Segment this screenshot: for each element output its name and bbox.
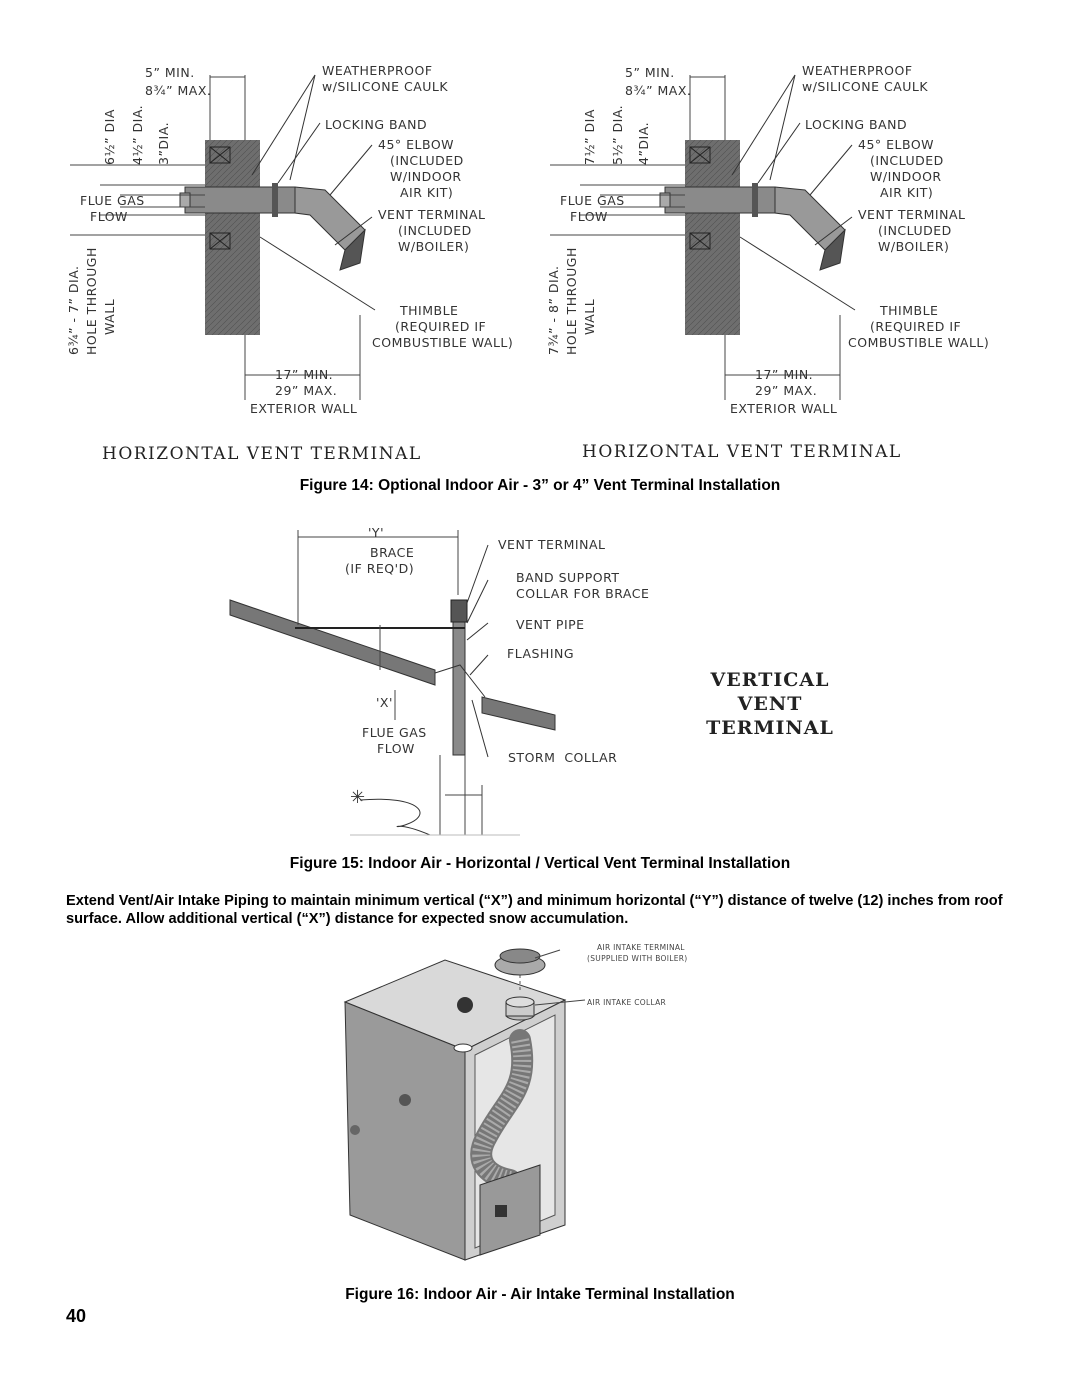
flow-label: FLOW xyxy=(377,741,415,756)
locking-band-label: LOCKING BAND xyxy=(805,117,908,132)
hole-through-label: HOLE THROUGH xyxy=(564,247,579,355)
silicone-label: w/SILICONE CAULK xyxy=(322,79,449,94)
included-label-2: (INCLUDED xyxy=(398,223,472,238)
airkit-label: AIR KIT) xyxy=(400,185,454,200)
dia1-label: 6½” DIA xyxy=(102,109,117,165)
weatherproof-label: WEATHERPROOF xyxy=(802,63,913,78)
page-number: 40 xyxy=(66,1306,87,1326)
if-req-label: (IF REQ'D) xyxy=(345,561,415,576)
included-label-1: (INCLUDED xyxy=(390,153,464,168)
hole-label: 6¾” - 7” DIA. xyxy=(66,265,81,355)
supplied-with-boiler-label: (SUPPLIED WITH BOILER) xyxy=(587,954,688,963)
combustible-label: COMBUSTIBLE WALL) xyxy=(848,335,990,350)
dia2-label: 4½” DIA. xyxy=(130,104,145,165)
vent-terminal-label: VENT TERMINAL xyxy=(378,207,486,222)
title-line-3: TERMINAL xyxy=(706,717,834,739)
required-label: (REQUIRED IF xyxy=(870,319,962,334)
dia3-label: 4”DIA. xyxy=(636,121,651,165)
locking-band-label: LOCKING BAND xyxy=(325,117,428,132)
vertical-vent-drawing xyxy=(229,530,556,836)
dia3-label: 3”DIA. xyxy=(156,121,171,165)
collar-brace-label: COLLAR FOR BRACE xyxy=(516,586,650,601)
min-bottom-label: 17” MIN. xyxy=(755,367,814,382)
flashing-label: FLASHING xyxy=(507,646,575,661)
included-label-1: (INCLUDED xyxy=(870,153,944,168)
exterior-wall-label: EXTERIOR WALL xyxy=(730,401,838,416)
band-support-label: BAND SUPPORT xyxy=(516,570,620,585)
figure-15-caption: Figure 15: Indoor Air - Horizontal / Ver… xyxy=(289,855,791,872)
air-intake-collar-label: AIR INTAKE COLLAR xyxy=(587,998,667,1007)
min-top-label: 5” MIN. xyxy=(145,65,195,80)
elbow-label: 45° ELBOW xyxy=(378,137,455,152)
flue-gas-label: FLUE GAS xyxy=(362,725,427,740)
wboiler-label: W/BOILER) xyxy=(878,239,950,254)
air-intake-terminal-label: AIR INTAKE TERMINAL xyxy=(597,943,685,952)
combustible-label: COMBUSTIBLE WALL) xyxy=(372,335,514,350)
min-bottom-label: 17” MIN. xyxy=(275,367,334,382)
asterisk-icon: ✳ xyxy=(350,787,366,808)
figure-14-right-diagram: 5” MIN. 8¾” MAX. WEATHERPROOF w/SILICONE… xyxy=(540,55,1000,425)
figure-14-left-title: HORIZONTAL VENT TERMINAL xyxy=(102,444,422,464)
vertical-vent-terminal-title: VERTICAL VENT TERMINAL xyxy=(700,668,840,740)
exterior-wall-label: EXTERIOR WALL xyxy=(250,401,358,416)
x-label: 'X' xyxy=(376,695,393,710)
wall-label: WALL xyxy=(102,298,117,335)
instruction-paragraph: Extend Vent/Air Intake Piping to maintai… xyxy=(66,893,1003,927)
silicone-label: w/SILICONE CAULK xyxy=(802,79,929,94)
flow-label: FLOW xyxy=(570,209,608,224)
indoor-label: W/INDOOR xyxy=(870,169,942,184)
figure-15-diagram: 'Y' BRACE (IF REQ'D) VENT TERMINAL BAND … xyxy=(220,525,860,850)
indoor-label: W/INDOOR xyxy=(390,169,462,184)
figure-16-diagram: AIR INTAKE TERMINAL (SUPPLIED WITH BOILE… xyxy=(335,940,735,1280)
flow-label: FLOW xyxy=(90,209,128,224)
brace-label: BRACE xyxy=(370,545,415,560)
figure-16-caption: Figure 16: Indoor Air - Air Intake Termi… xyxy=(345,1286,735,1303)
required-label: (REQUIRED IF xyxy=(395,319,487,334)
boiler-drawing xyxy=(343,948,586,1261)
hole-label: 7¾” - 8” DIA. xyxy=(546,265,561,355)
airkit-label: AIR KIT) xyxy=(880,185,934,200)
hole-through-label: HOLE THROUGH xyxy=(84,247,99,355)
thimble-label: THIMBLE xyxy=(400,303,459,318)
figure-14-left-diagram: 5” MIN. 8¾” MAX. WEATHERPROOF w/SILICONE… xyxy=(60,55,520,425)
y-label: 'Y' xyxy=(368,525,385,540)
figure-14-caption: Figure 14: Optional Indoor Air - 3” or 4… xyxy=(299,477,781,494)
max-top-label: 8¾” MAX. xyxy=(625,83,692,98)
figure-14-right-title: HORIZONTAL VENT TERMINAL xyxy=(582,442,902,462)
included-label-2: (INCLUDED xyxy=(878,223,952,238)
max-bottom-label: 29” MAX. xyxy=(275,383,338,398)
vent-pipe-label: VENT PIPE xyxy=(516,617,585,632)
flue-gas-label: FLUE GAS xyxy=(560,193,625,208)
wboiler-label: W/BOILER) xyxy=(398,239,470,254)
min-top-label: 5” MIN. xyxy=(625,65,675,80)
storm-collar-label: STORM COLLAR xyxy=(508,750,618,765)
thimble-label: THIMBLE xyxy=(880,303,939,318)
vent-terminal-label: VENT TERMINAL xyxy=(498,537,606,552)
elbow-label: 45° ELBOW xyxy=(858,137,935,152)
dia2-label: 5½” DIA. xyxy=(610,104,625,165)
max-top-label: 8¾” MAX. xyxy=(145,83,212,98)
horizontal-vent-drawing-left xyxy=(70,74,376,400)
wall-label: WALL xyxy=(582,298,597,335)
title-line-1: VERTICAL xyxy=(710,669,830,691)
max-bottom-label: 29” MAX. xyxy=(755,383,818,398)
title-line-2: VENT xyxy=(737,693,803,715)
horizontal-vent-drawing-right xyxy=(550,74,856,400)
weatherproof-label: WEATHERPROOF xyxy=(322,63,433,78)
dia1-label: 7½” DIA xyxy=(582,109,597,165)
flue-gas-label: FLUE GAS xyxy=(80,193,145,208)
vent-terminal-label: VENT TERMINAL xyxy=(858,207,966,222)
